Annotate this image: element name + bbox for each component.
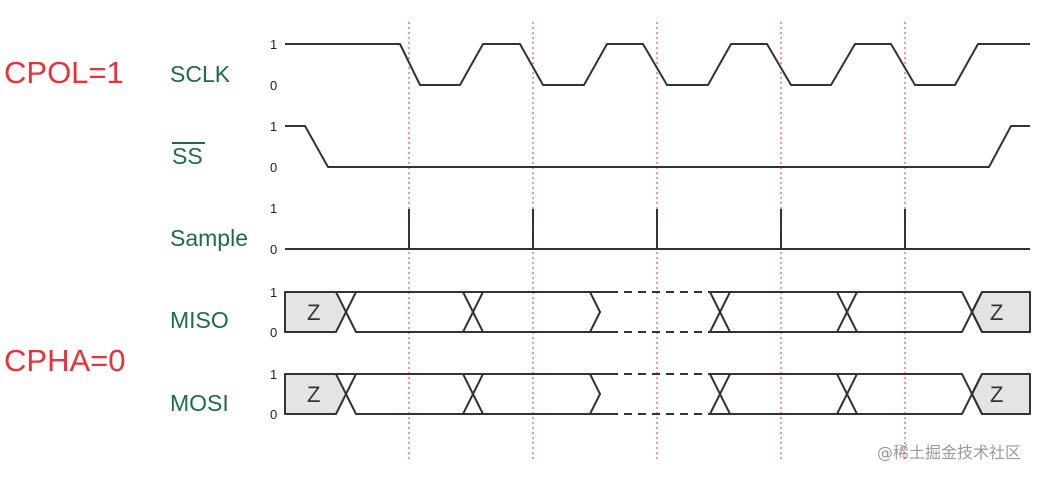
hiz-label: Z	[307, 382, 320, 407]
level-high: 1	[270, 367, 277, 382]
sample-label: Sample	[170, 225, 248, 251]
level-low: 0	[270, 242, 277, 257]
mosi-hiz-start	[284, 373, 347, 415]
level-low: 0	[270, 78, 277, 93]
mosi-row: MOSI 1 0 Z Z	[170, 367, 1031, 422]
sclk-label: SCLK	[170, 61, 231, 87]
watermark: @稀土掘金技术社区	[877, 443, 1021, 462]
miso-label: MISO	[170, 307, 229, 333]
miso-data-bottom	[345, 291, 610, 333]
miso-row: MISO 1 0 Z Z	[170, 285, 1031, 340]
level-high: 1	[270, 201, 277, 216]
ss-label: SS	[172, 143, 203, 169]
miso-data-bottom-right	[709, 291, 983, 333]
hiz-label: Z	[307, 300, 320, 325]
cpol-label: CPOL=1	[4, 55, 124, 90]
level-low: 0	[270, 407, 277, 422]
sclk-row: SCLK 1 0	[170, 37, 1030, 93]
cpha-label: CPHA=0	[4, 343, 125, 378]
sclk-waveform	[285, 43, 1030, 86]
level-high: 1	[270, 119, 277, 134]
level-low: 0	[270, 160, 277, 175]
miso-hiz-start	[284, 291, 347, 333]
level-high: 1	[270, 285, 277, 300]
level-high: 1	[270, 37, 277, 52]
hiz-label: Z	[990, 300, 1003, 325]
level-low: 0	[270, 325, 277, 340]
mosi-label: MOSI	[170, 390, 229, 416]
mosi-data-bottom	[345, 373, 610, 415]
mosi-data-bottom-right	[709, 373, 983, 415]
hiz-label: Z	[990, 382, 1003, 407]
ss-row: SS 1 0	[172, 119, 1030, 175]
edge-markers	[408, 22, 906, 460]
sample-row: Sample 1 0	[170, 201, 1030, 257]
ss-waveform	[285, 125, 1030, 168]
